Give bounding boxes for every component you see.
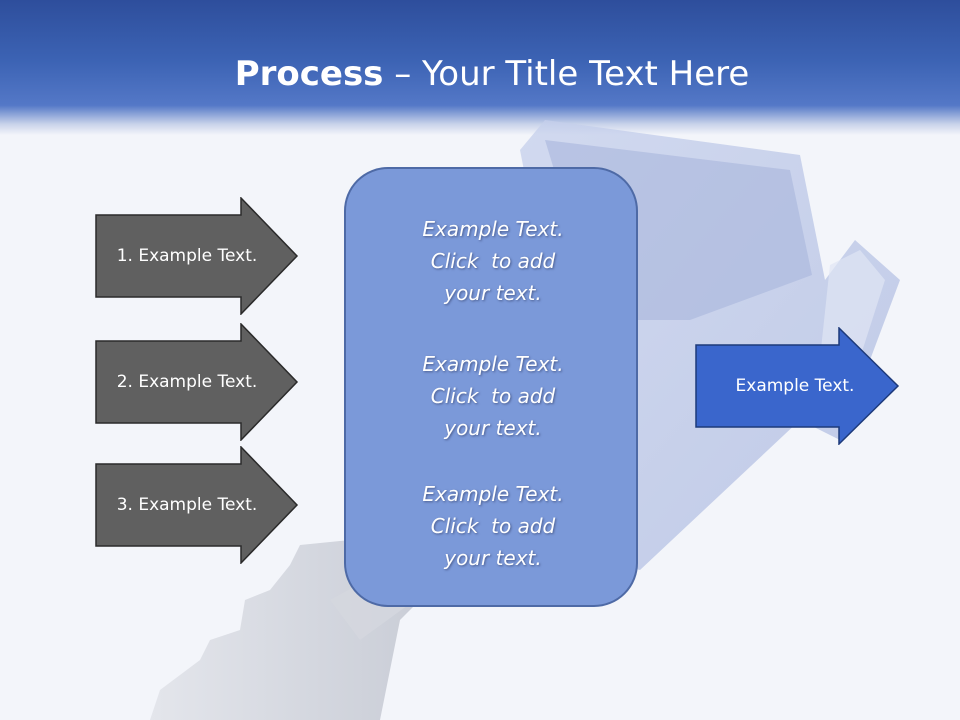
- step-arrow-2[interactable]: 2. Example Text.: [95, 323, 299, 441]
- step-label-3: 3. Example Text.: [116, 495, 258, 515]
- title-band: [0, 0, 960, 135]
- center-block-3: Example Text. Click to add your text.: [346, 478, 640, 574]
- center-block-line: Click to add: [430, 514, 556, 538]
- title-bold: Process: [234, 54, 384, 94]
- center-block-line: Click to add: [430, 384, 556, 408]
- center-block-2: Example Text. Click to add your text.: [346, 348, 640, 444]
- output-label: Example Text.: [735, 376, 855, 396]
- step-arrow-3[interactable]: 3. Example Text.: [95, 446, 299, 564]
- step-arrow-1[interactable]: 1. Example Text.: [95, 197, 299, 315]
- center-block-1: Example Text. Click to add your text.: [346, 213, 640, 309]
- center-block-line: your text.: [444, 281, 542, 305]
- slide-title: Process – Your Title Text Here: [0, 50, 960, 98]
- output-arrow[interactable]: Example Text.: [695, 327, 900, 445]
- step-label-1: 1. Example Text.: [116, 246, 258, 266]
- center-block-line: your text.: [444, 416, 542, 440]
- right-arrow-icon: [95, 446, 299, 564]
- center-block-line: Example Text.: [422, 217, 564, 241]
- step-label-2: 2. Example Text.: [116, 372, 258, 392]
- center-block-line: Click to add: [430, 249, 556, 273]
- right-arrow-icon: [95, 323, 299, 441]
- center-block-line: Example Text.: [422, 352, 564, 376]
- center-block-line: your text.: [444, 546, 542, 570]
- center-block-line: Example Text.: [422, 482, 564, 506]
- right-arrow-icon: [695, 327, 900, 445]
- center-text-box[interactable]: Example Text. Click to add your text. Ex…: [344, 167, 638, 607]
- right-arrow-icon: [95, 197, 299, 315]
- title-rest: – Your Title Text Here: [383, 54, 750, 94]
